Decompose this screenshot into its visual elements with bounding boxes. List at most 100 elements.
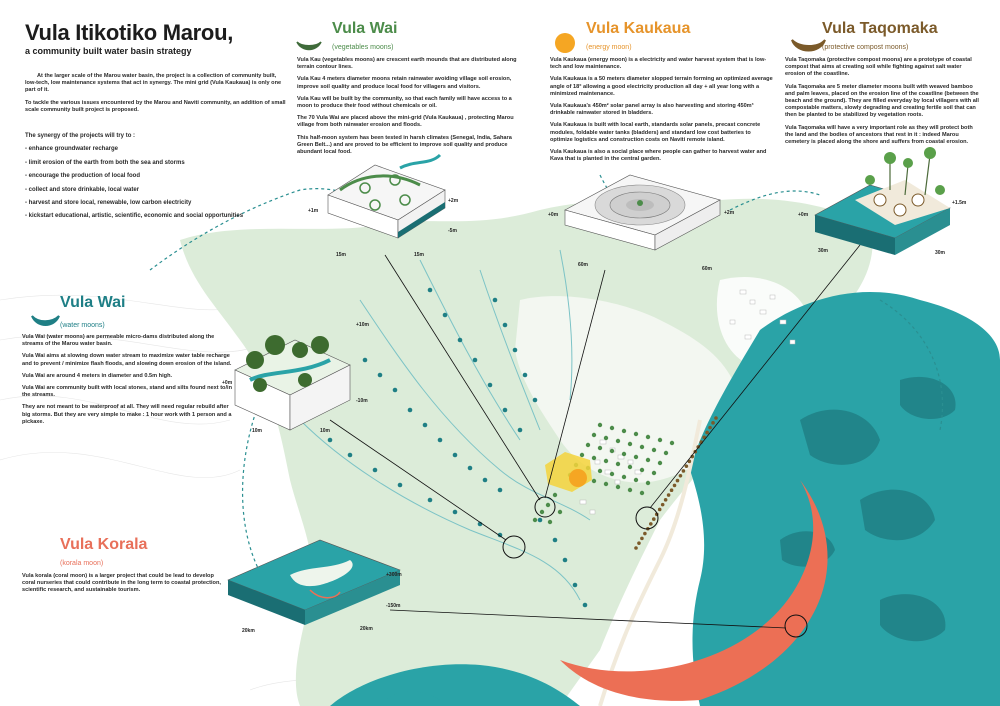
veg-moon-marker — [621, 451, 627, 457]
veg-moon-marker — [663, 450, 669, 456]
dim-label: +2m — [448, 198, 459, 204]
water-moon-marker — [502, 322, 508, 328]
dim-label: 30m — [818, 248, 829, 254]
intro-paragraph-1: At the larger scale of the Marou water b… — [25, 73, 282, 94]
goal-item: - kickstart educational, artistic, scien… — [25, 213, 244, 220]
water-moon-marker — [442, 312, 448, 318]
dim-label: +10m — [356, 322, 369, 328]
veg-moon-marker — [669, 440, 675, 446]
water-moon-marker — [492, 297, 498, 303]
veg-moon-marker — [657, 460, 663, 466]
compost-moon-icon — [791, 39, 826, 52]
water-moon-marker — [362, 357, 368, 363]
veg-moon-marker — [639, 444, 645, 450]
compost-moon-marker — [705, 430, 709, 435]
water-moon-marker — [497, 532, 503, 538]
veg-moon-marker — [651, 470, 657, 476]
water-moon-icon — [31, 315, 60, 326]
water-moon-marker — [452, 509, 458, 515]
compost-moon-marker — [643, 531, 647, 536]
compost-moon-marker — [681, 469, 686, 473]
compost-paragraph: Vula Taqomaka will have a very important… — [785, 124, 973, 146]
coral-section-text: Vula korala (coral moon) is a larger pro… — [22, 573, 222, 600]
water-paragraph: Vula Wai are around 4 meters in diameter… — [22, 372, 173, 379]
veg-moon-icon — [296, 41, 322, 51]
page-subtitle: a community built water basin strategy — [25, 46, 192, 56]
veg-moon-marker — [627, 464, 633, 470]
goal-item: - limit erosion of the earth from both t… — [25, 159, 185, 166]
compost-moon-marker — [684, 464, 689, 468]
compost-moon-marker — [649, 522, 653, 526]
veg-moon-marker — [615, 484, 621, 490]
dim-label: +1.5m — [952, 200, 967, 206]
veg-moon-marker — [597, 422, 603, 428]
dim-label: +1m — [308, 208, 319, 214]
veg-moon-marker — [615, 461, 621, 467]
water-moon-marker — [512, 347, 518, 353]
dim-label: 60m — [578, 262, 589, 268]
water-paragraph: Vula Wai are community built with local … — [22, 385, 232, 399]
energy-paragraph: Vula Kaukaua is a 50 meters diameter slo… — [550, 76, 773, 97]
veg-moon-marker — [579, 452, 585, 458]
water-moon-marker — [347, 452, 353, 458]
intro-paragraph-2: To tackle the various issues encountered… — [25, 99, 286, 113]
veg-moon-marker — [639, 490, 645, 496]
water-moon-marker — [422, 422, 428, 428]
energy-section-subtitle: (energy moon) — [586, 44, 632, 51]
veg-moon-marker — [609, 425, 615, 431]
water-moon-marker — [522, 372, 528, 378]
page-title: Vula Itikotiko Marou, — [25, 20, 234, 45]
veg-moon-marker — [552, 492, 558, 498]
water-moon-markers — [327, 287, 588, 608]
goal-item: - encourage the production of local food — [25, 173, 140, 180]
goal-item: - collect and store drinkable, local wat… — [25, 186, 140, 193]
dim-label: 15m — [414, 252, 425, 258]
veg-moon-marker — [603, 458, 609, 464]
energy-paragraph: Vula Kaukaua's 450m² solar panel array i… — [550, 103, 754, 117]
veg-moon-marker — [557, 509, 563, 515]
veg-moon-marker — [609, 471, 615, 477]
energy-section-text: Vula Kaukaua (energy moon) is a electric… — [550, 57, 775, 168]
water-moon-marker — [472, 357, 478, 363]
water-moon-marker — [467, 465, 473, 471]
compost-moon-marker — [669, 488, 674, 493]
water-moon-marker — [427, 287, 433, 293]
water-moon-marker — [392, 387, 398, 393]
veg-moon-marker — [657, 437, 663, 443]
dim-label: +0m — [548, 212, 559, 218]
veg-moon-marker — [603, 481, 609, 487]
coral-paragraph: Vula korala (coral moon) is a larger pro… — [22, 573, 221, 594]
veg-moon-marker — [633, 454, 639, 460]
water-paragraph: Vula Wai (water moons) are permeable mic… — [22, 334, 215, 348]
water-moon-marker — [427, 497, 433, 503]
dim-label: +300m — [386, 572, 402, 578]
energy-paragraph: Vula Kaukaua is also a social place wher… — [550, 149, 767, 163]
compost-section-subtitle: (protective compost moons) — [822, 44, 909, 51]
compost-moon-marker — [663, 498, 668, 502]
veg-moon-marker — [621, 428, 627, 434]
dim-label: -150m — [386, 603, 401, 609]
water-moon-marker — [372, 467, 378, 473]
water-moon-block — [234, 335, 351, 431]
energy-paragraph: Vula Kaukaua (energy moon) is a electric… — [550, 57, 767, 71]
water-moon-marker — [482, 477, 488, 483]
compost-paragraph: Vula Taqomaka (protective compost moons)… — [785, 57, 972, 78]
veg-section-subtitle: (vegetables moons) — [332, 44, 394, 51]
compost-moon-block — [814, 147, 951, 255]
compost-section-text: Vula Taqomaka (protective compost moons)… — [785, 57, 980, 151]
veg-moon-marker — [547, 519, 553, 525]
veg-section-title: Vula Wai — [332, 20, 398, 37]
water-moon-marker — [517, 427, 523, 433]
dim-label: -5m — [448, 228, 457, 234]
leader-lines — [329, 244, 861, 629]
veg-moon-marker — [597, 445, 603, 451]
water-moon-marker — [397, 482, 403, 488]
dim-label: 60m — [702, 266, 713, 272]
goal-item: - enhance groundwater recharge — [25, 146, 119, 153]
compost-moon-marker — [675, 478, 680, 483]
compost-moon-marker — [660, 502, 665, 507]
water-moon-marker — [552, 537, 558, 543]
water-moon-marker — [487, 382, 493, 388]
dim-label: 20km — [360, 626, 373, 632]
